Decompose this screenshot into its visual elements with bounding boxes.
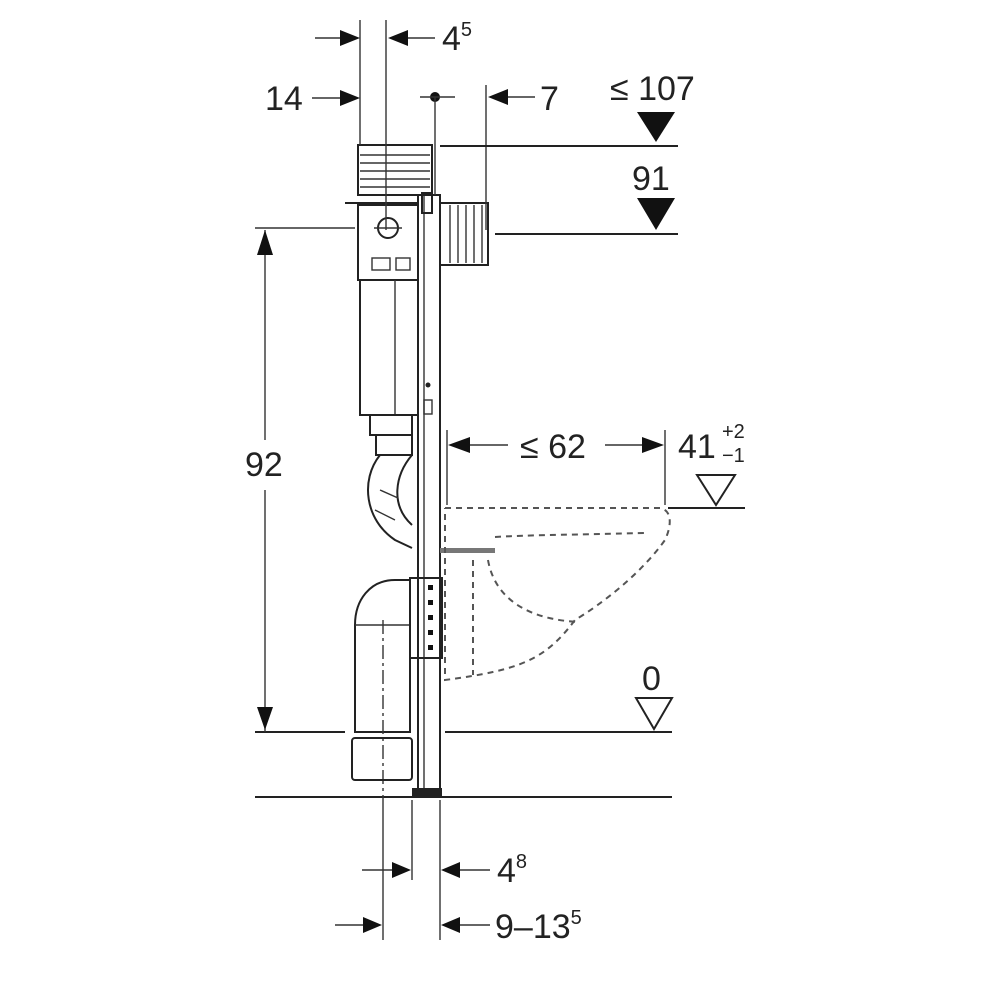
label-frame-depth: 14 — [265, 80, 303, 118]
label-seat-height: 41 — [678, 428, 716, 466]
label-bottom-offset: 48 — [497, 851, 527, 890]
installation-frame — [345, 144, 495, 800]
label-bowl-projection: ≤ 62 — [520, 428, 586, 466]
label-seat-tolerance-plus: +2 — [722, 421, 745, 443]
label-seat-tolerance-minus: −1 — [722, 445, 745, 467]
label-height: 91 — [632, 160, 670, 198]
label-floor-level: 0 — [642, 660, 661, 698]
wc-bowl-outline — [444, 507, 671, 682]
dimension-lines — [255, 20, 745, 940]
label-axis-offset: 7 — [540, 80, 559, 118]
label-wall-range: 9–135 — [495, 907, 582, 946]
label-frame-height: 92 — [245, 446, 283, 484]
label-max-height: ≤ 107 — [610, 70, 695, 108]
label-top-offset: 45 — [442, 19, 472, 58]
floor-lines — [255, 731, 672, 798]
